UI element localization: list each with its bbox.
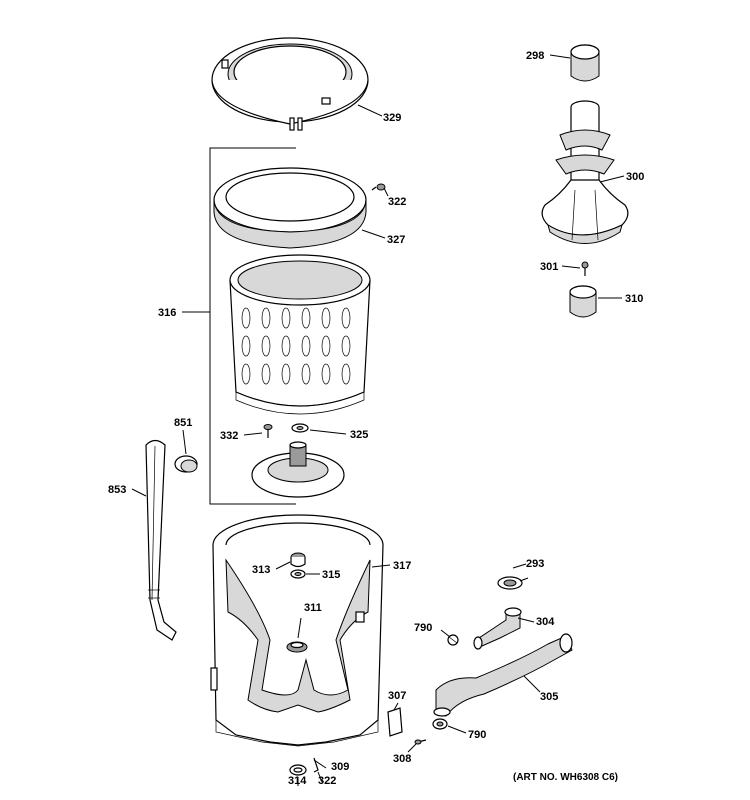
callout-labels: 298 329 300 322 327 301 310 316 851 332 … [108,50,644,787]
basket-perforation [241,363,251,385]
art-number: (ART NO. WH6308 C6) [513,772,618,783]
basket-perforation [241,335,251,357]
basket-perforation [301,363,311,385]
callout-314: 314 [288,775,307,787]
callout-327: 327 [387,234,405,246]
callout-332: 332 [220,430,238,442]
basket-perforation [281,307,291,329]
basket-perforation [261,335,271,357]
callout-309: 309 [331,761,349,773]
callout-313: 313 [252,564,270,576]
part-305-pump-hose [433,633,573,717]
callout-307: 307 [388,690,406,702]
part-327-balance-ring [213,167,367,249]
callout-316: 316 [158,307,176,319]
leader-lines [131,54,625,786]
callout-310: 310 [625,293,643,305]
callout-317: 317 [393,560,411,572]
callout-293: 293 [526,558,544,570]
part-853-suspension-rod [145,439,177,641]
basket-perforation [281,335,291,357]
callout-329: 329 [383,112,401,124]
part-298-agitator-cap [570,44,600,82]
callout-325: 325 [350,429,368,441]
callout-301: 301 [540,261,558,273]
basket-perforation [301,335,311,357]
part-316-basket [229,254,371,415]
part-310-nut [569,285,597,318]
part-329-lid-ring [211,37,369,131]
callout-308: 308 [393,753,411,765]
part-307-bracket [387,707,403,737]
basket-perforation [241,307,251,329]
part-790-clamp-upper [447,634,459,646]
part-332-screw [263,424,273,438]
callout-311: 311 [304,602,322,614]
callout-322-lower: 322 [318,775,336,787]
basket-perforation [321,363,331,385]
part-311-seal [286,641,308,653]
part-851-bushing [174,455,198,473]
basket-perforation [261,307,271,329]
basket-perforation [321,307,331,329]
callout-300: 300 [626,171,644,183]
basket-perforation [301,307,311,329]
part-325-washer [291,423,309,433]
callout-853: 853 [108,484,126,496]
basket-perforation [321,335,331,357]
basket-perforation [281,363,291,385]
part-301-bolt [581,261,589,276]
part-308-screw [414,739,427,745]
basket-perforation [341,335,351,357]
callout-790-upper: 790 [414,622,432,634]
part-300-agitator [541,100,629,244]
part-309-clip [313,757,319,773]
basket-perforation [261,363,271,385]
part-314-washer [289,764,307,776]
callout-790-lower: 790 [468,729,486,741]
basket-perforation [341,307,351,329]
callout-304: 304 [536,616,555,628]
callout-322-upper: 322 [388,196,406,208]
bracket-316-assembly [209,147,296,505]
part-293-clamp [497,576,529,590]
callout-305: 305 [540,691,558,703]
part-317-outer-tub [210,514,384,747]
part-304-drain-hose [473,607,522,650]
callout-298: 298 [526,50,544,62]
part-790-clamp-lower [432,718,448,730]
callout-851: 851 [174,417,192,429]
part-315-washer [290,569,306,579]
part-322-screw-upper [371,183,386,191]
callout-315: 315 [322,569,340,581]
part-313-nut [290,552,306,568]
basket-hub-plate [251,441,345,498]
basket-perforation [341,363,351,385]
